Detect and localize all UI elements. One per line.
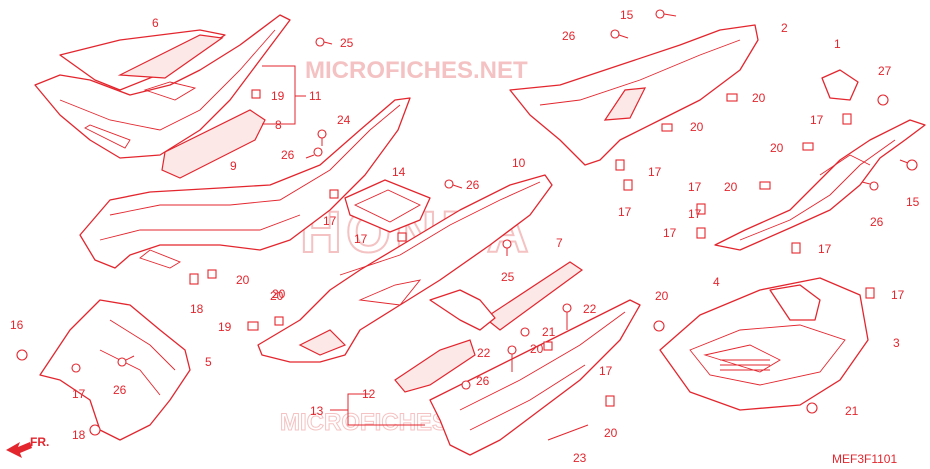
callout-label: 20: [655, 289, 669, 303]
part-bracket-14: [344, 179, 431, 233]
callout-label: 22: [477, 346, 491, 360]
part-side-cover-left: [79, 97, 411, 269]
diagram-code: MEF3F1101: [832, 452, 897, 466]
callout-label: 17: [648, 165, 662, 179]
callout-label: 17: [663, 226, 677, 240]
callout-label: 14: [392, 165, 406, 179]
callout-label: 6: [152, 16, 159, 30]
part-luggage-box: [659, 277, 869, 411]
callout-label: 20: [752, 91, 766, 105]
callout-label: 1: [834, 37, 841, 51]
callout-label: 17: [323, 214, 337, 228]
arrow-icon: [6, 442, 32, 458]
callout-label: 26: [562, 29, 576, 43]
callout-label: 20: [530, 342, 544, 356]
callout-label: 15: [620, 8, 634, 22]
callout-label: 24: [337, 113, 351, 127]
callout-label: 20: [690, 120, 704, 134]
callout-label: 20: [270, 289, 284, 303]
callout-label: 8: [275, 118, 282, 132]
callout-label: 21: [845, 404, 859, 418]
callout-label: 19: [218, 320, 232, 334]
callout-label: 20: [724, 180, 738, 194]
callout-label: 17: [891, 288, 905, 302]
callout-label: 19: [271, 89, 285, 103]
callout-label: 17: [810, 113, 824, 127]
callout-label: 20: [236, 273, 250, 287]
callout-label: 27: [878, 64, 892, 78]
callout-label: 16: [10, 318, 24, 332]
callout-label: 26: [466, 178, 480, 192]
callout-label: 26: [281, 148, 295, 162]
callout-label: 20: [272, 287, 286, 301]
callout-label: 21: [542, 325, 556, 339]
callout-label: 20: [770, 141, 784, 155]
callout-labels: 1 2 3 4 5 6 7 8 9 10 11 12 13 14 15 15 1…: [10, 8, 920, 465]
part-mesh-panel-left: [161, 109, 266, 179]
callout-label: 25: [340, 36, 354, 50]
part-side-cover-right: [714, 119, 926, 251]
part-bracket-1: [821, 69, 859, 101]
callout-label: 15: [906, 195, 920, 209]
callout-label: 17: [599, 364, 613, 378]
watermark-top: MICROFICHES.NET: [305, 57, 528, 84]
callout-label: 12: [362, 387, 376, 401]
callout-label: 17: [688, 207, 702, 221]
callout-label: 18: [190, 302, 204, 316]
callout-label: 11: [309, 89, 322, 103]
part-step-floor-right: [429, 261, 584, 331]
callout-label: 17: [688, 180, 702, 194]
callout-label: 3: [893, 336, 900, 350]
callout-label: 13: [310, 404, 324, 418]
callout-label: 9: [230, 159, 237, 173]
callout-label: 25: [501, 270, 515, 284]
callout-label: 10: [512, 156, 526, 170]
callout-label: 20: [604, 426, 618, 440]
callout-label: 17: [818, 242, 832, 256]
callout-label: 4: [713, 275, 720, 289]
part-inner-cover-left: [39, 299, 191, 441]
part-rear-cover-upper: [509, 24, 759, 166]
callout-label: 26: [476, 374, 490, 388]
callout-label: 26: [113, 383, 127, 397]
front-direction-marker: FR.: [6, 435, 49, 458]
part-center-cover-upper: [34, 14, 291, 159]
callout-label: 23: [573, 451, 587, 465]
hardware-group: [16, 9, 918, 441]
callout-label: 18: [72, 428, 86, 442]
leader-brackets: [262, 65, 425, 426]
direction-label: FR.: [30, 435, 49, 449]
part-under-cover-center: [257, 174, 553, 363]
callout-label: 17: [618, 205, 632, 219]
callout-label: 5: [205, 355, 212, 369]
part-floor-cover-lower: [394, 299, 641, 456]
callout-label: 22: [583, 302, 597, 316]
callout-label: 7: [556, 236, 563, 250]
callout-label: 26: [870, 215, 884, 229]
callout-label: 17: [72, 387, 86, 401]
callout-label: 2: [781, 21, 788, 35]
callout-label: 17: [354, 232, 368, 246]
